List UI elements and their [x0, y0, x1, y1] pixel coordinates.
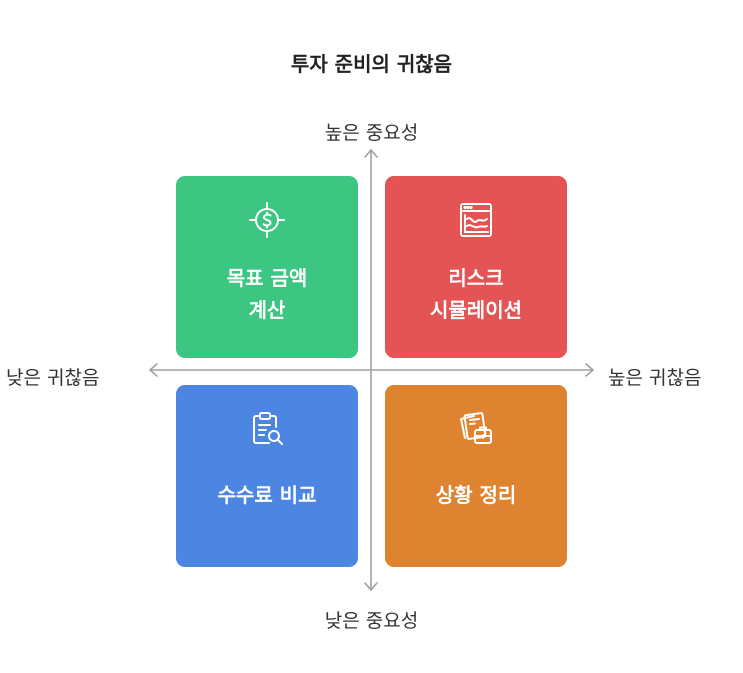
quadrant-fee-comparison[interactable]: 수수료 비교 — [176, 385, 358, 567]
page-title: 투자 준비의 귀찮음 — [290, 52, 453, 76]
dollar-target-icon — [176, 198, 358, 242]
quadrant-label-line: 시뮬레이션 — [430, 298, 522, 322]
quadrant-risk-simulation[interactable]: 리스크 시뮬레이션 — [385, 176, 567, 358]
quadrant-label: 수수료 비교 — [184, 479, 350, 511]
axis-label-high-hassle: 높은 귀찮음 — [608, 367, 702, 389]
arrow-left-icon — [149, 363, 158, 377]
quadrant-label-line: 상황 정리 — [435, 483, 517, 507]
quadrant-label-line: 수수료 비교 — [217, 483, 317, 507]
quadrant-situation-summary[interactable]: 상황 정리 — [385, 385, 567, 567]
axis-label-low-importance: 낮은 중요성 — [324, 610, 419, 632]
clipboard-search-icon — [176, 407, 358, 451]
quadrant-label: 목표 금액 계산 — [184, 262, 350, 326]
arrow-right-icon — [585, 363, 594, 377]
arrow-down-icon — [364, 582, 378, 591]
arrow-up-icon — [364, 149, 378, 158]
axis-label-high-importance: 높은 중요성 — [324, 122, 419, 144]
quadrant-label-line: 리스크 — [448, 266, 504, 290]
axis-label-low-hassle: 낮은 귀찮음 — [6, 367, 100, 389]
quadrant-label-line: 계산 — [248, 298, 286, 322]
quadrant-label-line: 목표 금액 — [226, 266, 308, 290]
chart-window-icon — [385, 198, 567, 242]
documents-briefcase-icon — [385, 407, 567, 451]
quadrant-label: 리스크 시뮬레이션 — [393, 262, 559, 326]
quadrant-label: 상황 정리 — [393, 479, 559, 511]
quadrant-goal-amount[interactable]: 목표 금액 계산 — [176, 176, 358, 358]
